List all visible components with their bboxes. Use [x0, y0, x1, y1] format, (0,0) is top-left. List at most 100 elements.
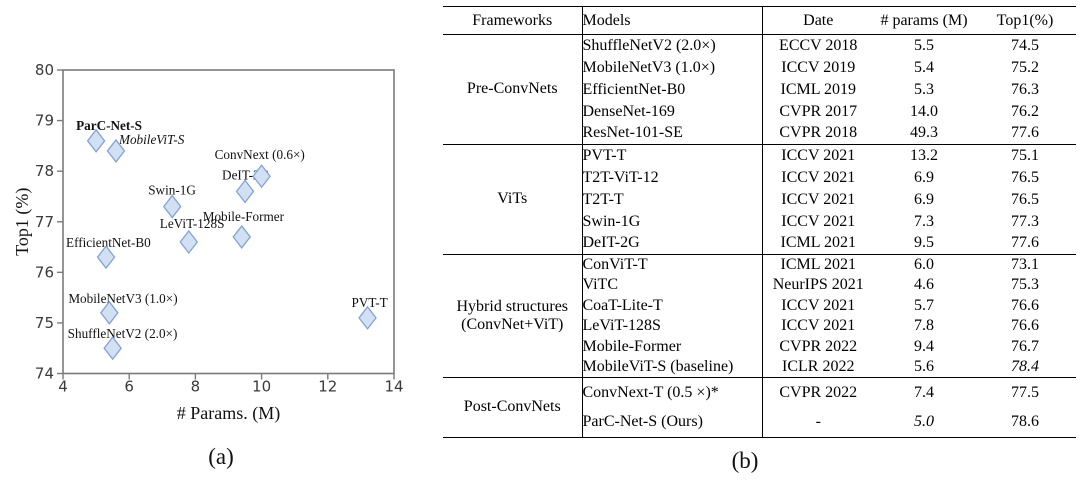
data-point-label: ParC-Net-S: [76, 118, 142, 133]
data-point-label: Swin-1G: [148, 183, 196, 198]
top1-cell: 75.3: [1011, 276, 1039, 294]
data-point-label: MobileNetV3 (1.0×): [68, 291, 177, 306]
params-cell: 7.8: [914, 317, 934, 335]
data-point-label: Mobile-Former: [203, 209, 285, 224]
top1-cell: 78.4: [1011, 358, 1039, 375]
top1-cell: 73.1: [1011, 256, 1039, 273]
params-cell: 6.9: [914, 190, 934, 208]
x-tick-label: 12: [318, 378, 337, 396]
top1-cell: 76.6: [1011, 317, 1039, 335]
framework-cell: ViTs: [443, 144, 583, 255]
date-cell: CVPR 2018: [779, 124, 858, 142]
x-tick-label: 8: [191, 378, 201, 396]
y-tick-label: 74: [35, 365, 54, 383]
column-header: # params (M): [874, 6, 974, 35]
data-point-marker: [96, 245, 116, 270]
column-header: Frameworks: [443, 6, 583, 35]
table-row: ViTC NeurIPS 2021 4.6 75.3: [443, 275, 1076, 296]
framework-cell: Hybrid structures (ConvNet+ViT): [443, 254, 583, 378]
model-cell: EfficientNet-B0: [582, 78, 763, 101]
data-point-marker: [252, 164, 271, 189]
caption-a: (a): [208, 444, 234, 469]
params-cell: 7.3: [914, 212, 934, 230]
params-cell: 7.4: [914, 383, 934, 401]
date-cell: ICCV 2021: [781, 168, 856, 186]
framework-cell: Pre-ConvNets: [443, 34, 583, 145]
y-tick-label: 79: [35, 112, 54, 130]
data-point-label: EfficientNet-B0: [66, 235, 151, 250]
top1-cell: 76.7: [1011, 337, 1039, 355]
data-point-marker: [358, 305, 377, 330]
data-point-label: LeViT-128S: [160, 216, 225, 231]
column-header: Date: [762, 6, 874, 35]
y-tick-label: 75: [35, 314, 54, 332]
params-cell: 5.6: [914, 358, 934, 375]
x-tick-label: 4: [58, 378, 68, 396]
top1-cell: 75.1: [1011, 146, 1039, 164]
top1-cell: 76.5: [1011, 168, 1039, 186]
top1-cell: 77.3: [1011, 212, 1039, 230]
data-point-marker: [103, 336, 122, 361]
y-tick-label: 76: [35, 263, 54, 281]
params-cell: 6.9: [914, 168, 934, 186]
data-point-marker: [106, 138, 126, 163]
y-tick-label: 80: [35, 61, 54, 79]
params-cell: 9.4: [914, 337, 934, 355]
y-axis-label: Top1 (%): [12, 188, 33, 256]
y-tick-label: 78: [35, 162, 54, 180]
model-cell: LeViT-128S: [582, 316, 763, 337]
params-cell: 4.6: [914, 276, 934, 294]
data-point-label: ShuffleNetV2 (2.0×): [68, 326, 178, 341]
model-cell: Swin-1G: [582, 210, 763, 233]
top1-cell: 77.5: [1011, 383, 1039, 401]
model-cell: ViTC: [582, 275, 763, 296]
data-point-marker: [162, 194, 182, 219]
x-axis-label: # Params. (M): [177, 403, 280, 424]
table-row: T2T-ViT-12 ICCV 2021 6.9 76.5: [443, 166, 1076, 189]
model-cell: MobileViT-S (baseline): [582, 357, 763, 378]
top1-cell: 76.5: [1011, 190, 1039, 208]
date-cell: NeurIPS 2021: [772, 276, 864, 294]
date-cell: ICML 2021: [780, 256, 856, 273]
column-header: Top1(%): [974, 6, 1076, 35]
date-cell: -: [815, 413, 821, 431]
params-cell: 5.5: [914, 36, 934, 54]
date-cell: ICCV 2021: [781, 190, 856, 208]
top1-cell: 75.2: [1011, 58, 1039, 76]
params-cell: 9.5: [914, 234, 934, 252]
model-cell: ResNet-101-SE: [582, 122, 763, 145]
model-cell: Mobile-Former: [582, 336, 763, 357]
params-cell: 5.3: [914, 80, 934, 98]
data-point-marker: [86, 128, 106, 153]
top1-cell: 76.6: [1011, 296, 1039, 314]
date-cell: ECCV 2018: [779, 36, 858, 54]
model-cell: ConViT-T: [582, 254, 763, 275]
data-point-marker: [179, 229, 199, 255]
x-tick-label: 10: [252, 378, 271, 396]
model-cell: T2T-ViT-12: [582, 166, 763, 189]
data-point-label: PVT-T: [352, 295, 388, 310]
model-cell: DenseNet-169: [582, 100, 763, 123]
top1-cell: 78.6: [1011, 413, 1039, 431]
params-cell: 5.0: [914, 413, 934, 431]
caption-b: (b): [731, 448, 759, 473]
data-point-marker: [232, 224, 252, 249]
params-cell: 5.4: [914, 58, 934, 76]
model-cell: T2T-T: [582, 188, 763, 211]
model-cell: ShuffleNetV2 (2.0×): [582, 34, 763, 57]
